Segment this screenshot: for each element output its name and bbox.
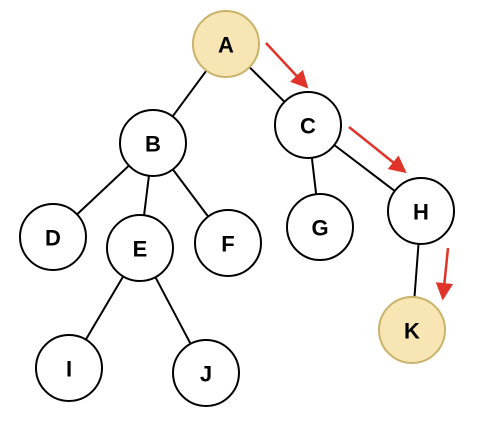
path-arrows-layer [265, 42, 454, 301]
edge-B-D [76, 164, 130, 216]
edge-A-B [171, 69, 208, 118]
edge-C-G [310, 157, 318, 195]
node-K: K [378, 296, 446, 364]
edge-E-J [154, 276, 192, 345]
node-label-J: J [200, 362, 212, 387]
node-circle-F [194, 209, 262, 277]
node-G: G [286, 193, 354, 261]
edge-B-E [143, 175, 150, 216]
node-C: C [274, 91, 342, 159]
node-circle-I [35, 334, 103, 402]
path-arrow-H-K [435, 247, 454, 301]
path-arrow-A-C [265, 42, 309, 89]
node-I: I [35, 334, 103, 402]
node-D: D [19, 203, 87, 271]
node-E: E [106, 214, 174, 282]
node-circle-A [192, 10, 260, 78]
path-arrow-C-H [348, 126, 407, 174]
edge-E-I [84, 275, 125, 341]
nodes-layer: A B C D E F G H I J K [19, 10, 455, 407]
edge-H-K [413, 243, 420, 298]
node-B: B [119, 109, 187, 177]
node-circle-E [106, 214, 174, 282]
node-A: A [192, 10, 260, 78]
node-label-B: B [145, 132, 161, 157]
node-circle-C [274, 91, 342, 159]
node-label-E: E [133, 237, 148, 262]
edge-B-F [172, 168, 209, 218]
node-H: H [387, 177, 455, 245]
node-J: J [172, 339, 240, 407]
node-circle-K [378, 296, 446, 364]
edge-A-C [248, 66, 286, 103]
node-label-K: K [404, 319, 420, 344]
node-label-G: G [311, 216, 328, 241]
node-label-C: C [300, 114, 316, 139]
edges-layer [76, 66, 420, 345]
node-circle-H [387, 177, 455, 245]
node-label-D: D [45, 226, 61, 251]
edge-C-H [333, 144, 396, 192]
node-circle-J [172, 339, 240, 407]
node-circle-B [119, 109, 187, 177]
node-label-A: A [218, 33, 234, 58]
node-circle-G [286, 193, 354, 261]
node-label-H: H [413, 200, 429, 225]
node-F: F [194, 209, 262, 277]
node-label-F: F [221, 232, 234, 257]
node-circle-D [19, 203, 87, 271]
node-label-I: I [66, 357, 72, 382]
